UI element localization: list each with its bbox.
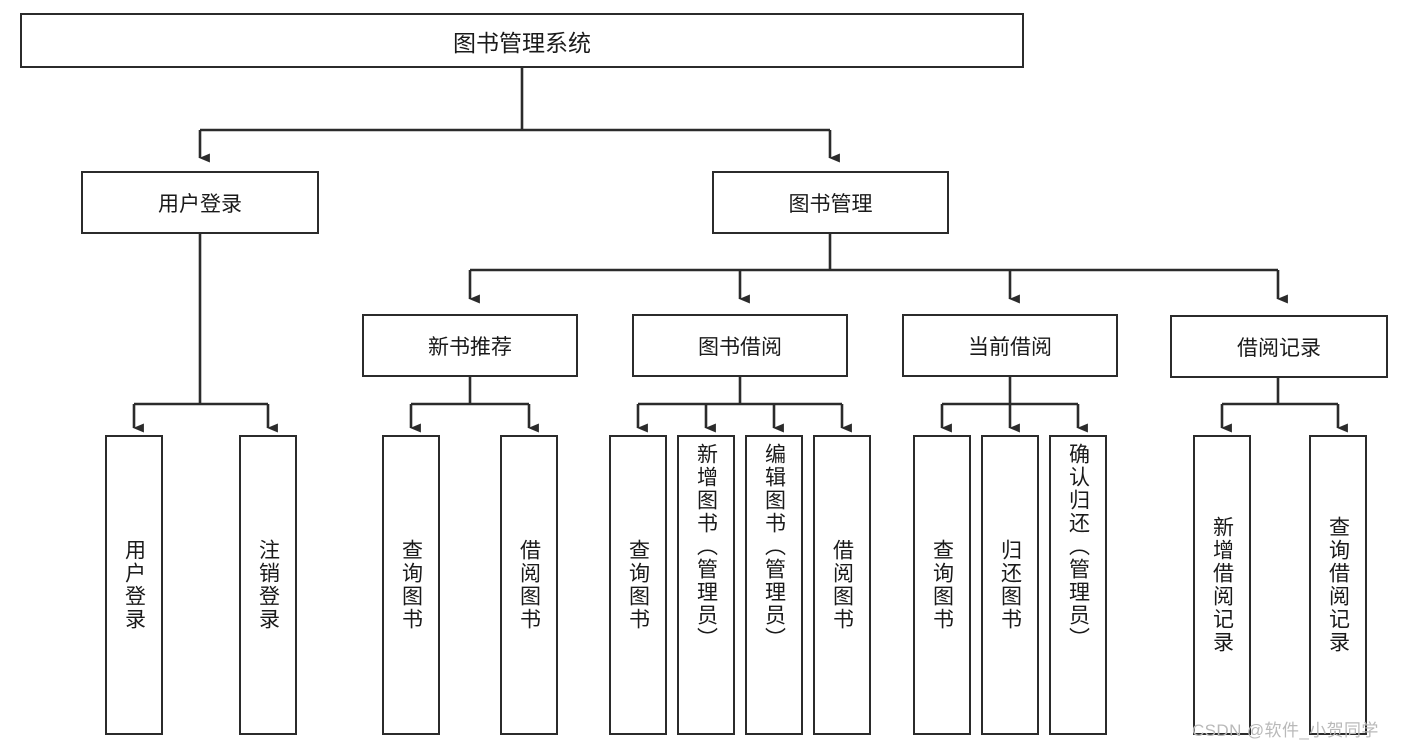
node-label: 编辑图书（管理员） (762, 443, 786, 650)
node-label: 注销登录 (256, 539, 280, 631)
node-borrowing-record[interactable]: 借阅记录 (1170, 315, 1388, 378)
leaf-borrow-query-books[interactable]: 查询图书 (609, 435, 667, 735)
leaf-current-query-books[interactable]: 查询图书 (913, 435, 971, 735)
node-label: 借阅图书 (830, 539, 854, 631)
node-label: 图书借阅 (698, 335, 782, 359)
node-label: 新增图书（管理员） (694, 443, 718, 650)
node-root-book-management-system[interactable]: 图书管理系统 (20, 13, 1024, 68)
leaf-user-login-login[interactable]: 用户登录 (105, 435, 163, 735)
node-label: 借阅图书 (517, 539, 541, 631)
node-book-management[interactable]: 图书管理 (712, 171, 949, 234)
leaf-borrow-add-book-admin[interactable]: 新增图书（管理员） (677, 435, 735, 735)
node-label: 借阅记录 (1237, 336, 1321, 360)
node-label: 归还图书 (998, 539, 1022, 631)
node-label: 用户登录 (122, 539, 146, 631)
node-book-borrowing[interactable]: 图书借阅 (632, 314, 848, 377)
leaf-current-confirm-return-admin[interactable]: 确认归还（管理员） (1049, 435, 1107, 735)
leaf-borrow-edit-book-admin[interactable]: 编辑图书（管理员） (745, 435, 803, 735)
node-label: 确认归还（管理员） (1066, 443, 1090, 650)
node-label: 查询图书 (930, 539, 954, 631)
leaf-new-book-query-books[interactable]: 查询图书 (382, 435, 440, 735)
leaf-record-add-borrow-record[interactable]: 新增借阅记录 (1193, 435, 1251, 735)
node-current-borrowing[interactable]: 当前借阅 (902, 314, 1118, 377)
node-label: 查询图书 (399, 539, 423, 631)
node-label: 图书管理 (788, 192, 873, 216)
node-user-login[interactable]: 用户登录 (81, 171, 319, 234)
node-label: 图书管理系统 (453, 29, 591, 56)
csdn-watermark: CSDN @软件_小贺同学 (1192, 721, 1379, 740)
node-label: 新书推荐 (428, 335, 512, 359)
leaf-borrow-borrow-books[interactable]: 借阅图书 (813, 435, 871, 735)
leaf-current-return-books[interactable]: 归还图书 (981, 435, 1039, 735)
leaf-record-query-borrow-record[interactable]: 查询借阅记录 (1309, 435, 1367, 735)
leaf-new-book-borrow-books[interactable]: 借阅图书 (500, 435, 558, 735)
node-label: 查询图书 (626, 539, 650, 631)
node-label: 新增借阅记录 (1210, 516, 1234, 654)
node-label: 当前借阅 (968, 335, 1052, 359)
node-label: 用户登录 (158, 192, 242, 216)
node-label: 查询借阅记录 (1326, 516, 1350, 654)
leaf-user-login-logout[interactable]: 注销登录 (239, 435, 297, 735)
node-new-book-recommendation[interactable]: 新书推荐 (362, 314, 578, 377)
